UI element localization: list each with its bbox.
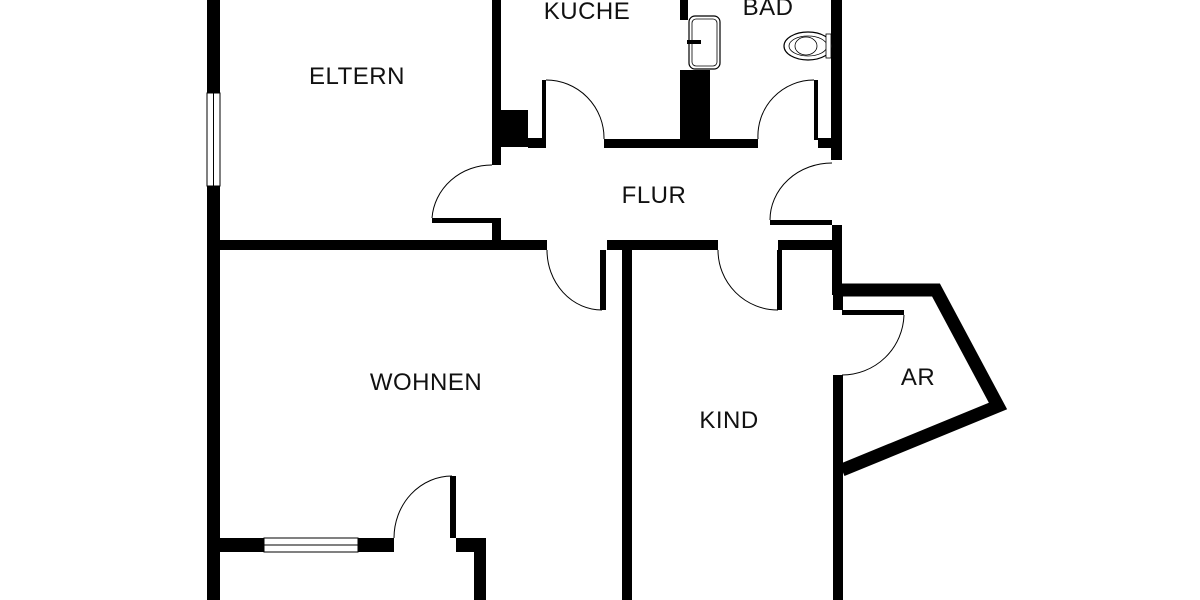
door-wohnen-balcony-arc (393, 475, 453, 539)
toilet-icon (783, 31, 833, 61)
door-eltern-arc (431, 164, 493, 219)
door-kind-arc (717, 249, 779, 311)
door-bad-arc (757, 79, 815, 140)
sink-icon (687, 15, 721, 70)
room-label-wohnen: WOHNEN (369, 369, 483, 396)
door-ar-arc (841, 314, 905, 376)
door-wohnen-arc (546, 249, 603, 311)
door-swings (393, 79, 905, 539)
room-label-kind: KIND (699, 407, 759, 434)
door-flur-right-arc (769, 162, 833, 221)
walls (207, 0, 904, 600)
door-kueche-arc (545, 79, 605, 140)
room-label-bad: BAD (742, 0, 794, 21)
window-eltern (206, 92, 221, 187)
ar-wall (838, 283, 1008, 477)
room-label-flur: FLUR (621, 182, 687, 209)
room-label-eltern: ELTERN (309, 63, 405, 90)
room-label-kueche: KUCHE (543, 0, 631, 25)
room-label-ar: AR (900, 364, 936, 391)
window-wohnen (263, 537, 359, 553)
